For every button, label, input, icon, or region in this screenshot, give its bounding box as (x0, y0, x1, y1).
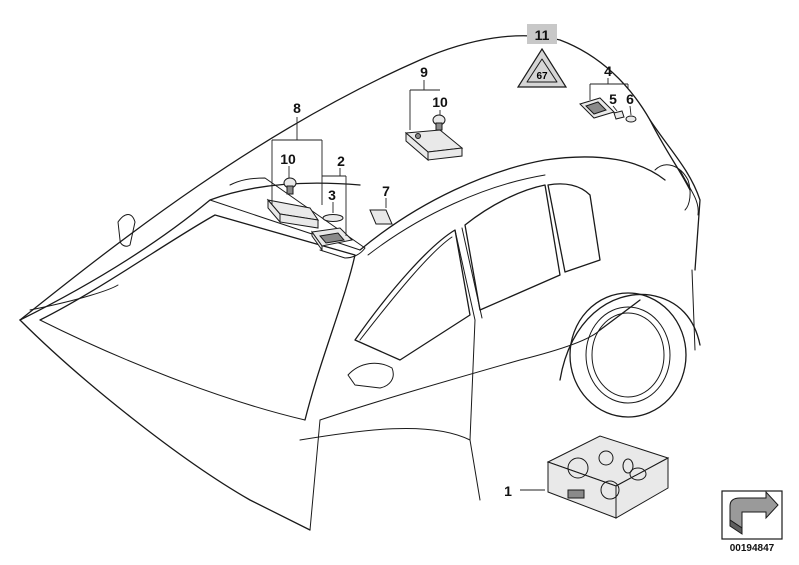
part-6-lens (625, 115, 637, 123)
part-7-cover (369, 209, 393, 225)
callout-11: 11 (535, 27, 550, 43)
callout-5: 5 (609, 91, 617, 107)
callout-1: 1 (504, 483, 512, 499)
part-11-warning-triangle: 67 (516, 24, 568, 88)
part-5-bulb (613, 110, 625, 120)
callout-3: 3 (328, 187, 336, 203)
document-number: 00194847 (730, 543, 775, 554)
part-10-bulb-rear (432, 114, 446, 131)
svg-text:67: 67 (536, 71, 548, 82)
car-body-outline (19, 35, 701, 531)
callout-4: 4 (604, 63, 612, 79)
callout-10-front: 10 (280, 151, 296, 167)
part-8-interior-light (266, 198, 320, 229)
part-1-bulb-kit (546, 435, 670, 519)
callout-6: 6 (626, 91, 634, 107)
callout-2: 2 (337, 153, 345, 169)
callout-8: 8 (293, 100, 301, 116)
leader-lines (271, 78, 632, 491)
part-10-bulb-front (283, 177, 297, 195)
part-3-lens (322, 214, 344, 222)
callout-10-rear: 10 (432, 94, 448, 110)
part-9-interior-light (404, 129, 464, 162)
callout-9: 9 (420, 64, 428, 80)
navigation-arrow-icon[interactable] (721, 490, 783, 540)
part-4-luggage-light (579, 97, 615, 119)
callout-7: 7 (382, 183, 390, 199)
callout-labels: 1 2 3 4 5 6 7 8 9 10 10 11 (280, 27, 634, 499)
part-2-reading-light (311, 227, 354, 252)
callout-11-box (527, 24, 557, 44)
